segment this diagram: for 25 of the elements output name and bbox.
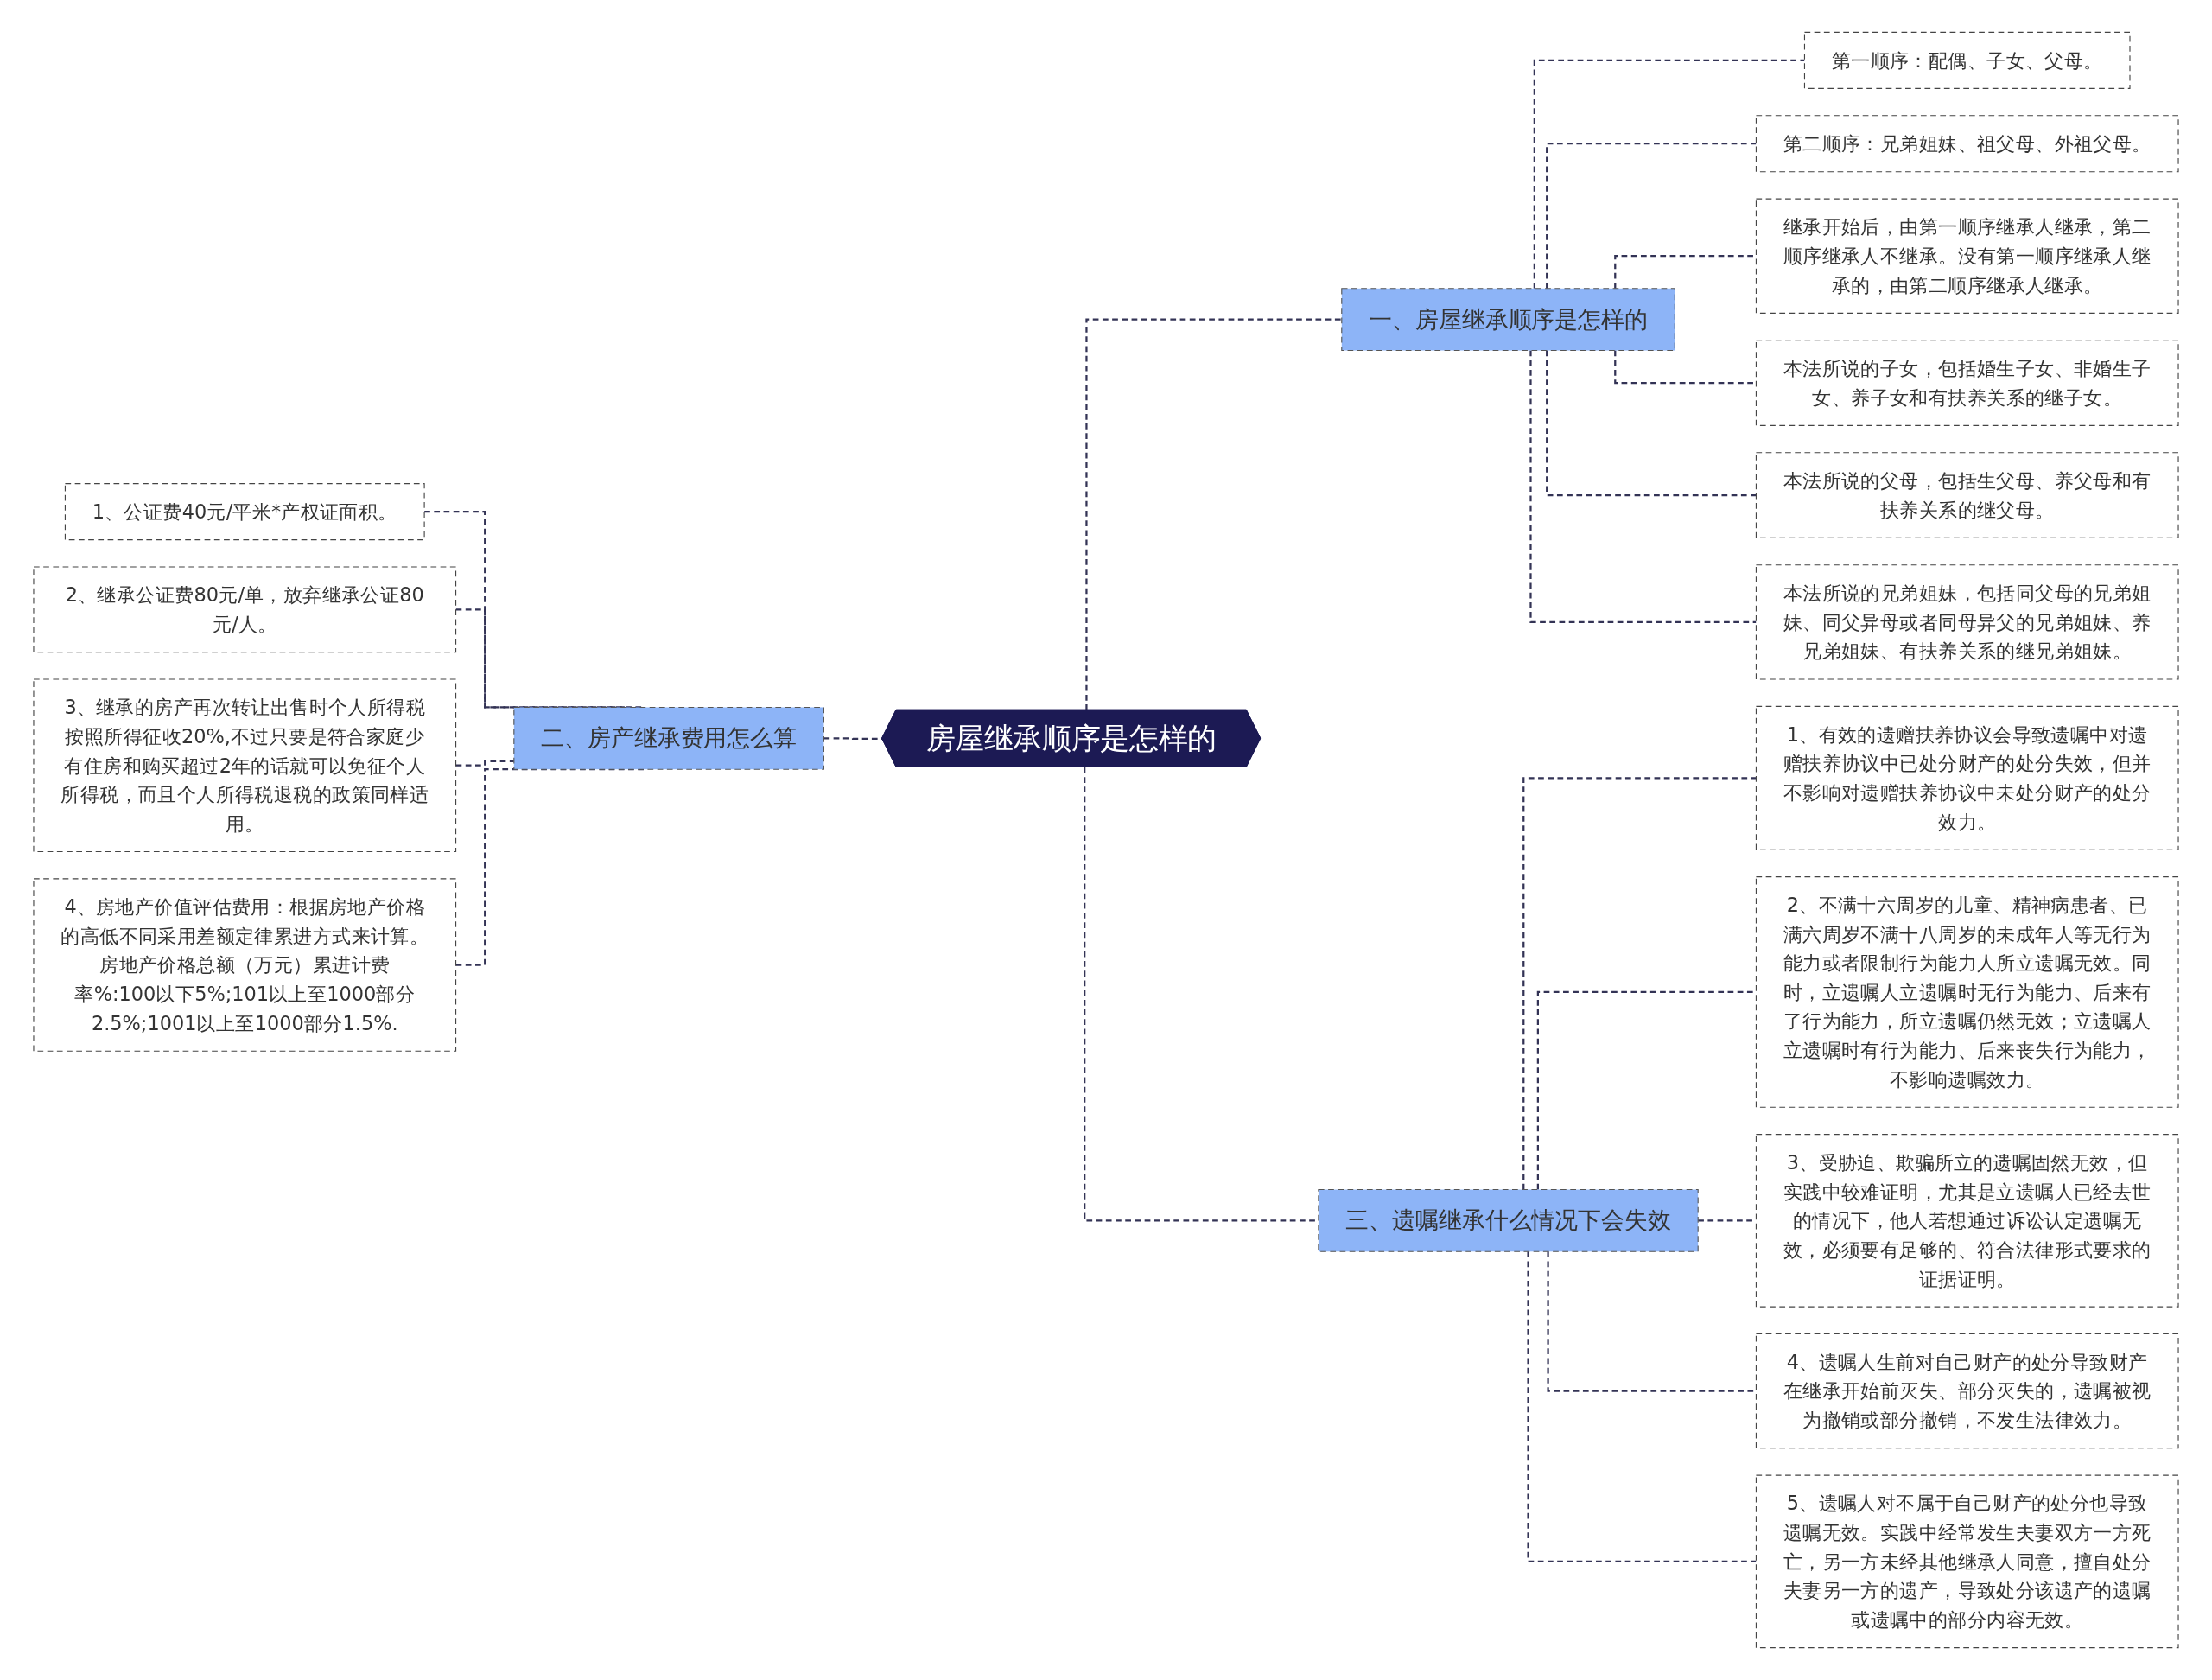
connector — [1546, 143, 1757, 289]
node-box: 5、遗嘱人对不属于自己财产的处分也导致遗嘱无效。实践中经常发生夫妻双方一方死亡，另一方未经其他继承人同意，擅自处分夫妻另一方的遗产，导致处分该遗产的遗嘱或遗嘱中的部分内容无效。 — [1755, 1474, 2179, 1649]
node-box: 本法所说的父母，包括生父母、养父母和有扶养关系的继父母。 — [1755, 452, 2179, 538]
node-box: 本法所说的子女，包括婚生子女、非婚生子女、养子女和有扶养关系的继子女。 — [1755, 340, 2179, 426]
node-box: 1、有效的遗赠扶养协议会导致遗嘱中对遗赠扶养协议中已处分财产的处分失效，但并不影响对遗赠扶养协议中未处分财产的处分效力。 — [1755, 705, 2179, 850]
node-box: 2、不满十六周岁的儿童、精神病患者、已满六周岁不满十八周岁的未成年人等无行为能力或者限制行为能力人所立遗嘱无效。同时，立遗嘱人立遗嘱时无行为能力、后来有了行为能力，所立遗嘱仍然无效；立遗嘱人立遗嘱时有行为能力、后来丧失行为能力，不影响遗嘱效力。 — [1755, 876, 2179, 1108]
connector — [1527, 1251, 1757, 1562]
connector — [1522, 777, 1757, 1190]
connector — [1533, 59, 1805, 289]
connector — [1529, 350, 1757, 623]
connector — [1085, 318, 1342, 710]
connector — [1546, 350, 1757, 497]
node-box: 二、房产继承费用怎么算 — [513, 706, 824, 770]
node-box: 3、继承的房产再次转让出售时个人所得税按照所得征收20%,不过只要是符合家庭少有住房和购买超过2年的话就可以免征个人所得税，而且个人所得税退税的政策同样适用。 — [33, 678, 457, 852]
node-box: 第一顺序：配偶、子女、父母。 — [1803, 31, 2131, 89]
node-box: 三、遗嘱继承什么情况下会失效 — [1318, 1189, 1699, 1252]
node-box: 3、受胁迫、欺骗所立的遗嘱固然无效，但实践中较难证明，尤其是立遗嘱人已经去世的情况下，他人若想通过诉讼认定遗嘱无效，必须要有足够的、符合法律形式要求的证据证明。 — [1755, 1134, 2179, 1308]
node-box: 1、公证费40元/平米*产权证面积。 — [64, 483, 425, 541]
node-box: 一、房屋继承顺序是怎样的 — [1341, 288, 1675, 352]
node-box: 继承开始后，由第一顺序继承人继承，第二顺序继承人不继承。没有第一顺序继承人继承的，由第二顺序继承人继承。 — [1755, 198, 2179, 314]
node-box: 2、继承公证费80元/单，放弃继承公证80元/人。 — [33, 566, 457, 653]
node-box: 4、遗嘱人生前对自己财产的处分导致财产在继承开始前灭失、部分灭失的，遗嘱被视为撤销或部分撤销，不发生法律效力。 — [1755, 1333, 2179, 1449]
node-box: 本法所说的兄弟姐妹，包括同父母的兄弟姐妹、同父异母或者同母异父的兄弟姐妹、养兄弟姐妹、有扶养关系的继兄弟姐妹。 — [1755, 564, 2179, 680]
node-box: 第二顺序：兄弟姐妹、祖父母、外祖父母。 — [1755, 115, 2179, 173]
node-box: 4、房地产价值评估费用：根据房地产价格的高低不同采用差额定律累进方式来计算。房地产价格总额（万元）累进计费率%:100以下5%;101以上至1000部分2.5%;1001以上至1000部分1.5%. — [33, 878, 457, 1052]
